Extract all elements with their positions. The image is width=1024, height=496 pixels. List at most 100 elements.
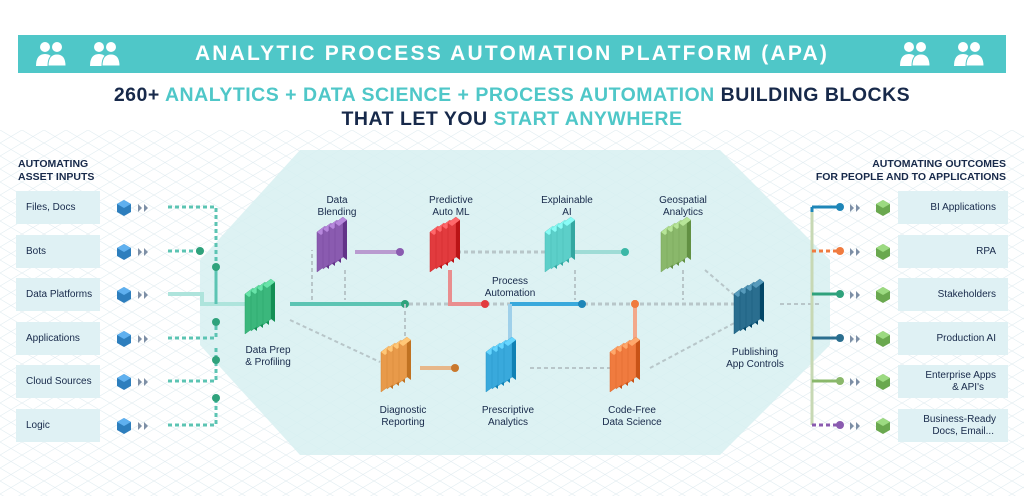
connector-dot [836, 290, 844, 298]
output-item-label-line-2: & API's [952, 382, 984, 393]
double-chevron-icon [856, 335, 860, 343]
double-chevron-icon [856, 378, 860, 386]
output-item-label: Production AI [936, 333, 996, 344]
cube-icon [117, 287, 131, 303]
cube-top [117, 287, 131, 295]
block-slab-top [504, 337, 516, 346]
double-chevron-icon [144, 422, 148, 430]
cube-top [876, 244, 890, 252]
banner-title: ANALYTIC PROCESS AUTOMATION PLATFORM (AP… [194, 42, 830, 65]
block-slab-side [636, 337, 640, 380]
person-pair-icon [900, 42, 931, 67]
block-slab-side [687, 217, 691, 260]
person-pair-icon [36, 42, 67, 67]
headline-line-2: THAT LET YOU START ANYWHERE [0, 108, 1024, 131]
connector-dot [578, 300, 586, 308]
cube-top [876, 287, 890, 295]
output-item: Enterprise Apps & API's [898, 365, 1008, 398]
double-chevron-icon [856, 422, 860, 430]
output-item: Production AI [898, 322, 1008, 355]
input-item: Bots [16, 235, 100, 268]
connector-line [168, 398, 218, 427]
cube-icon [876, 331, 890, 347]
connector-dot [631, 300, 639, 308]
input-item: Cloud Sources [16, 365, 100, 398]
output-item: Business-Ready Docs, Email... [898, 409, 1008, 442]
headline-count: 260+ [113, 84, 160, 106]
cube-top [117, 244, 131, 252]
double-chevron-icon [856, 291, 860, 299]
cube-top [876, 331, 890, 339]
output-item: Stakeholders [898, 278, 1008, 311]
block-slab-side [343, 217, 347, 260]
block-predictive-auto-ml [429, 216, 460, 273]
cube-icon [117, 200, 131, 216]
output-item-label: Enterprise Apps [925, 370, 996, 381]
double-chevron-icon [850, 422, 854, 430]
connector-dot [212, 356, 220, 364]
cube-icon [876, 418, 890, 434]
outputs-heading: AUTOMATING OUTCOMES FOR PEOPLE AND TO AP… [790, 158, 1006, 184]
block-slab-side [456, 217, 460, 260]
headline-line-1: 260+ ANALYTICS + DATA SCIENCE + PROCESS … [0, 84, 1024, 107]
block-slab-top [563, 217, 575, 226]
outputs-heading-line-2: FOR PEOPLE AND TO APPLICATIONS [815, 171, 1006, 183]
block-slab-side [760, 279, 764, 322]
cube-icon [117, 331, 131, 347]
double-chevron-icon [138, 291, 142, 299]
connector-dot [451, 364, 459, 372]
connector-dot [212, 394, 220, 402]
cube-icon [876, 374, 890, 390]
cube-icon [117, 418, 131, 434]
person-pair-icon [90, 42, 121, 67]
double-chevron-icon [850, 291, 854, 299]
title-banner: ANALYTIC PROCESS AUTOMATION PLATFORM (AP… [18, 35, 1006, 73]
block-slab-top [448, 217, 460, 226]
cube-icon [117, 244, 131, 260]
node-label-data-prep: Data Prep& Profiling [245, 345, 291, 368]
block-slab-top [263, 279, 275, 288]
block-geospatial-analytics [660, 216, 691, 273]
input-item: Applications [16, 322, 100, 355]
output-item: BI Applications [898, 191, 1008, 224]
double-chevron-icon [850, 248, 854, 256]
block-slab-side [407, 337, 411, 380]
connector-dot [836, 377, 844, 385]
double-chevron-icon [138, 204, 142, 212]
connector-line [168, 292, 245, 306]
connector-dot [836, 203, 844, 211]
output-item: RPA [898, 235, 1008, 268]
block-slab-side [571, 217, 575, 260]
cube-icon [117, 374, 131, 390]
double-chevron-icon [138, 335, 142, 343]
headline-suffix: BUILDING BLOCKS [720, 84, 911, 106]
block-slab-top [752, 279, 764, 288]
cube-top [117, 418, 131, 426]
outputs-heading-line-1: AUTOMATING OUTCOMES [872, 158, 1006, 170]
double-chevron-icon [144, 204, 148, 212]
block-slab-top [399, 337, 411, 346]
cube-icon [876, 200, 890, 216]
cube-icon [876, 287, 890, 303]
output-item-label: BI Applications [930, 202, 996, 213]
double-chevron-icon [144, 378, 148, 386]
block-code-free-ds [609, 336, 640, 393]
double-chevron-icon [850, 204, 854, 212]
connector-dot [621, 248, 629, 256]
connector-line [448, 270, 485, 306]
output-item-label: RPA [976, 246, 996, 257]
double-chevron-icon [144, 335, 148, 343]
cube-top [876, 418, 890, 426]
block-diagnostic-reporting [380, 336, 411, 393]
input-item-label: Data Platforms [26, 289, 93, 300]
connector-dot [212, 318, 220, 326]
person-pair-icon [954, 42, 985, 67]
building-blocks [244, 216, 764, 393]
